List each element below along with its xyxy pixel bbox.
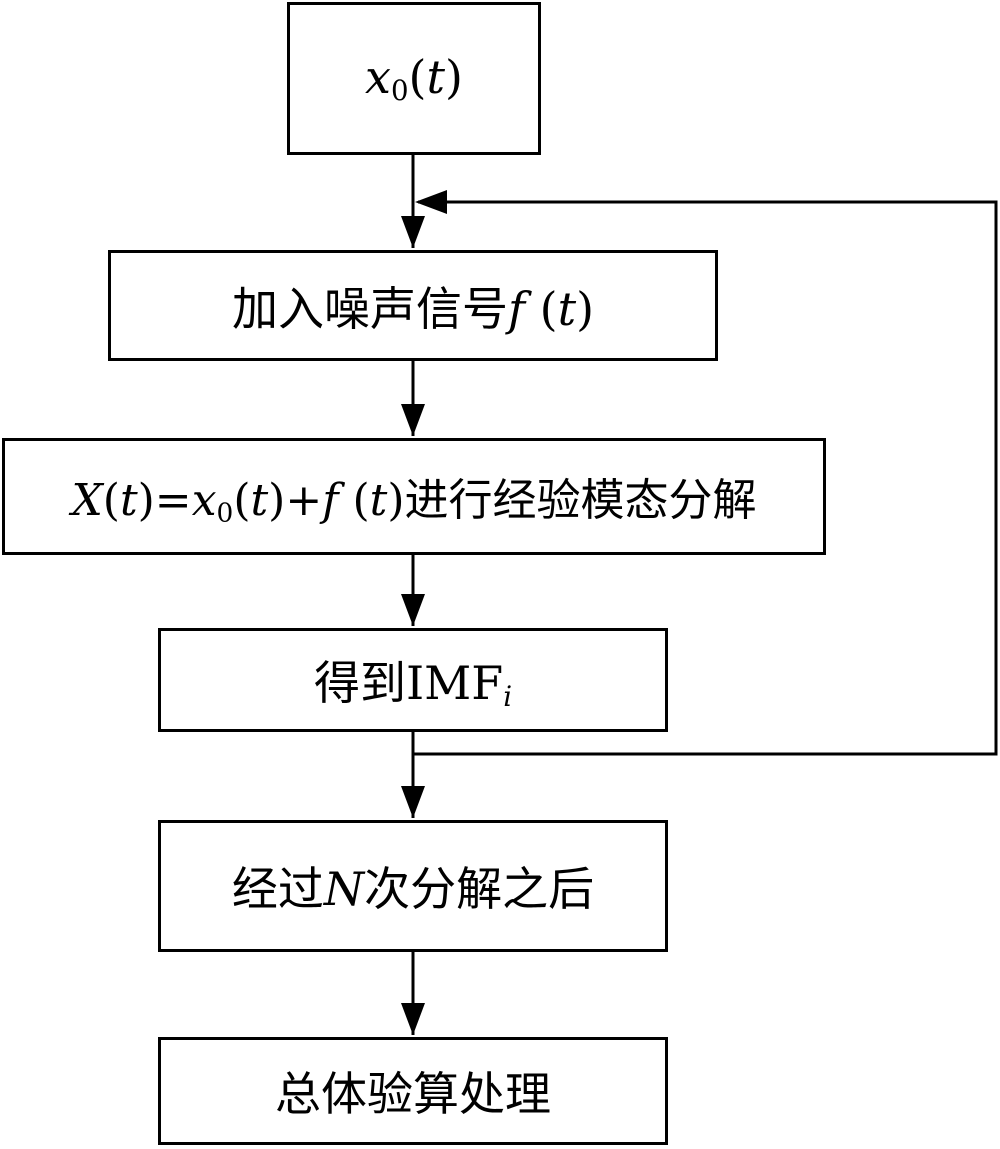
arrowhead-feedback — [415, 190, 447, 214]
node-input-signal: x0(t) — [287, 2, 541, 155]
arrowhead-ndecomp — [401, 786, 425, 818]
var-t: t — [426, 50, 446, 105]
node-after-n-decompositions: 经过N次分解之后 — [158, 820, 668, 952]
plus-text: )+ — [268, 475, 323, 527]
paren-open: ( — [408, 50, 427, 105]
var-f: f — [322, 475, 339, 527]
feedback-loop-line — [413, 200, 998, 756]
var-x: x — [191, 475, 217, 527]
paren-open: ( — [102, 475, 120, 527]
paren-open: ( — [233, 475, 251, 527]
var-f: f — [507, 281, 525, 336]
paren-open: ( — [338, 475, 370, 527]
arrowhead-imf — [401, 594, 425, 626]
node-emd-label: X(t)=x0(t)+f (t)进行经验模态分解 — [71, 464, 756, 529]
paren-close: ) — [445, 50, 463, 105]
arrowhead-noise — [401, 216, 425, 248]
paren-open: ( — [525, 281, 558, 336]
subscript-i: i — [503, 679, 513, 713]
subscript-0: 0 — [216, 497, 234, 529]
var-t: t — [119, 475, 138, 527]
node-input-signal-label: x0(t) — [365, 50, 463, 107]
node-emd: X(t)=x0(t)+f (t)进行经验模态分解 — [2, 438, 826, 555]
var-X: X — [71, 475, 103, 527]
get-imf-text: 得到IMF — [313, 656, 504, 710]
node-add-noise: 加入噪声信号f (t) — [108, 250, 718, 361]
node-after-n-decompositions-label: 经过N次分解之后 — [232, 853, 594, 919]
node-get-imf: 得到IMFi — [158, 628, 668, 732]
var-t: t — [557, 281, 577, 336]
node-ensemble-processing: 总体验算处理 — [158, 1037, 668, 1145]
node-ensemble-processing-label: 总体验算处理 — [275, 1058, 551, 1124]
node-add-noise-label: 加入噪声信号f (t) — [232, 273, 594, 339]
after-text: 经过 — [231, 862, 324, 916]
ensemble-text: 总体验算处理 — [275, 1067, 551, 1121]
var-N: N — [323, 862, 365, 916]
subscript-0: 0 — [390, 73, 409, 107]
add-noise-text: 加入噪声信号 — [231, 281, 508, 336]
var-t: t — [250, 475, 269, 527]
arrowhead-total — [401, 1003, 425, 1035]
equals-text: )= — [137, 475, 192, 527]
arrowhead-emd — [401, 404, 425, 436]
emd-text: )进行经验模态分解 — [387, 475, 757, 527]
var-x: x — [365, 50, 391, 105]
node-get-imf-label: 得到IMFi — [314, 647, 512, 713]
var-t: t — [369, 475, 388, 527]
paren-close: ) — [576, 281, 595, 336]
decomp-text: 次分解之后 — [364, 862, 595, 916]
